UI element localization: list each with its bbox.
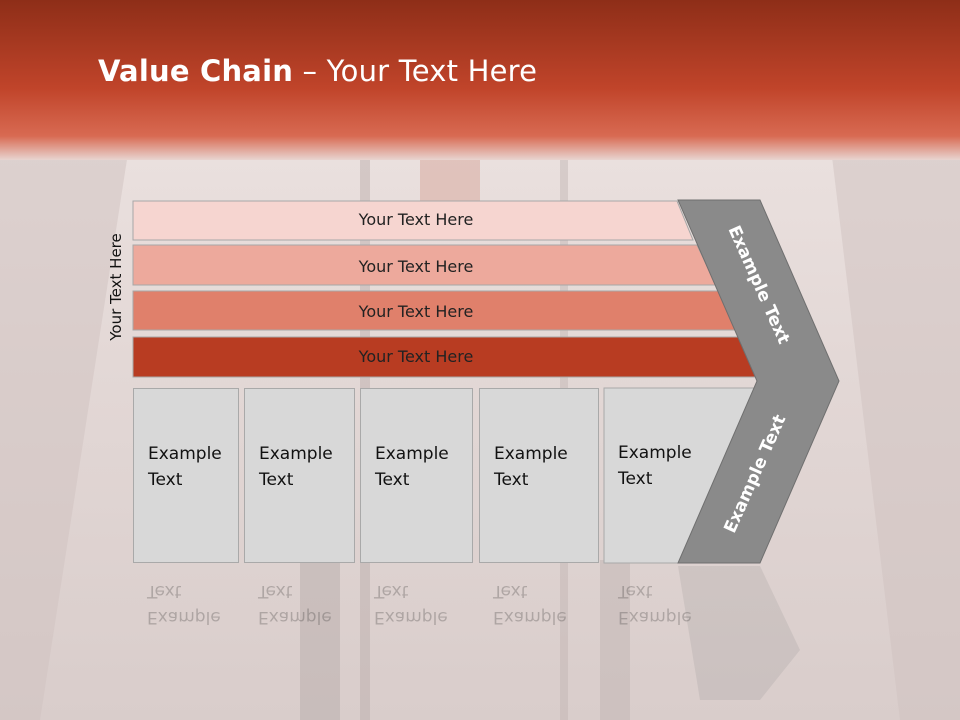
box-3: Example Text — [360, 388, 473, 563]
title-bold: Value Chain — [98, 54, 294, 88]
chevron-reflection — [678, 566, 800, 700]
bar-1: Your Text Here — [132, 200, 694, 241]
slide-title: Value Chain – Your Text Here — [98, 54, 537, 88]
bar-4-label: Your Text Here — [358, 347, 474, 366]
bar-2: Your Text Here — [132, 244, 717, 286]
box-3-label: Example Text — [375, 444, 449, 490]
box-1: Example Text — [133, 388, 239, 563]
box-4-label: Example Text — [494, 444, 568, 490]
box-5: Example Text — [604, 388, 714, 563]
box-1-label: Example Text — [148, 444, 222, 490]
box-2: Example Text — [244, 388, 355, 563]
bar-2-label: Your Text Here — [358, 257, 474, 276]
bar-4: Your Text Here — [132, 336, 763, 378]
box-2-label: Example Text — [259, 444, 333, 490]
box-5-label: Example Text — [618, 443, 692, 489]
bar-1-label: Your Text Here — [358, 210, 474, 229]
box-4: Example Text — [479, 388, 599, 563]
title-rest: – Your Text Here — [293, 54, 538, 88]
bar-3-label: Your Text Here — [358, 302, 474, 321]
bar-3: Your Text Here — [132, 290, 740, 331]
chevron-arrow — [677, 199, 840, 564]
